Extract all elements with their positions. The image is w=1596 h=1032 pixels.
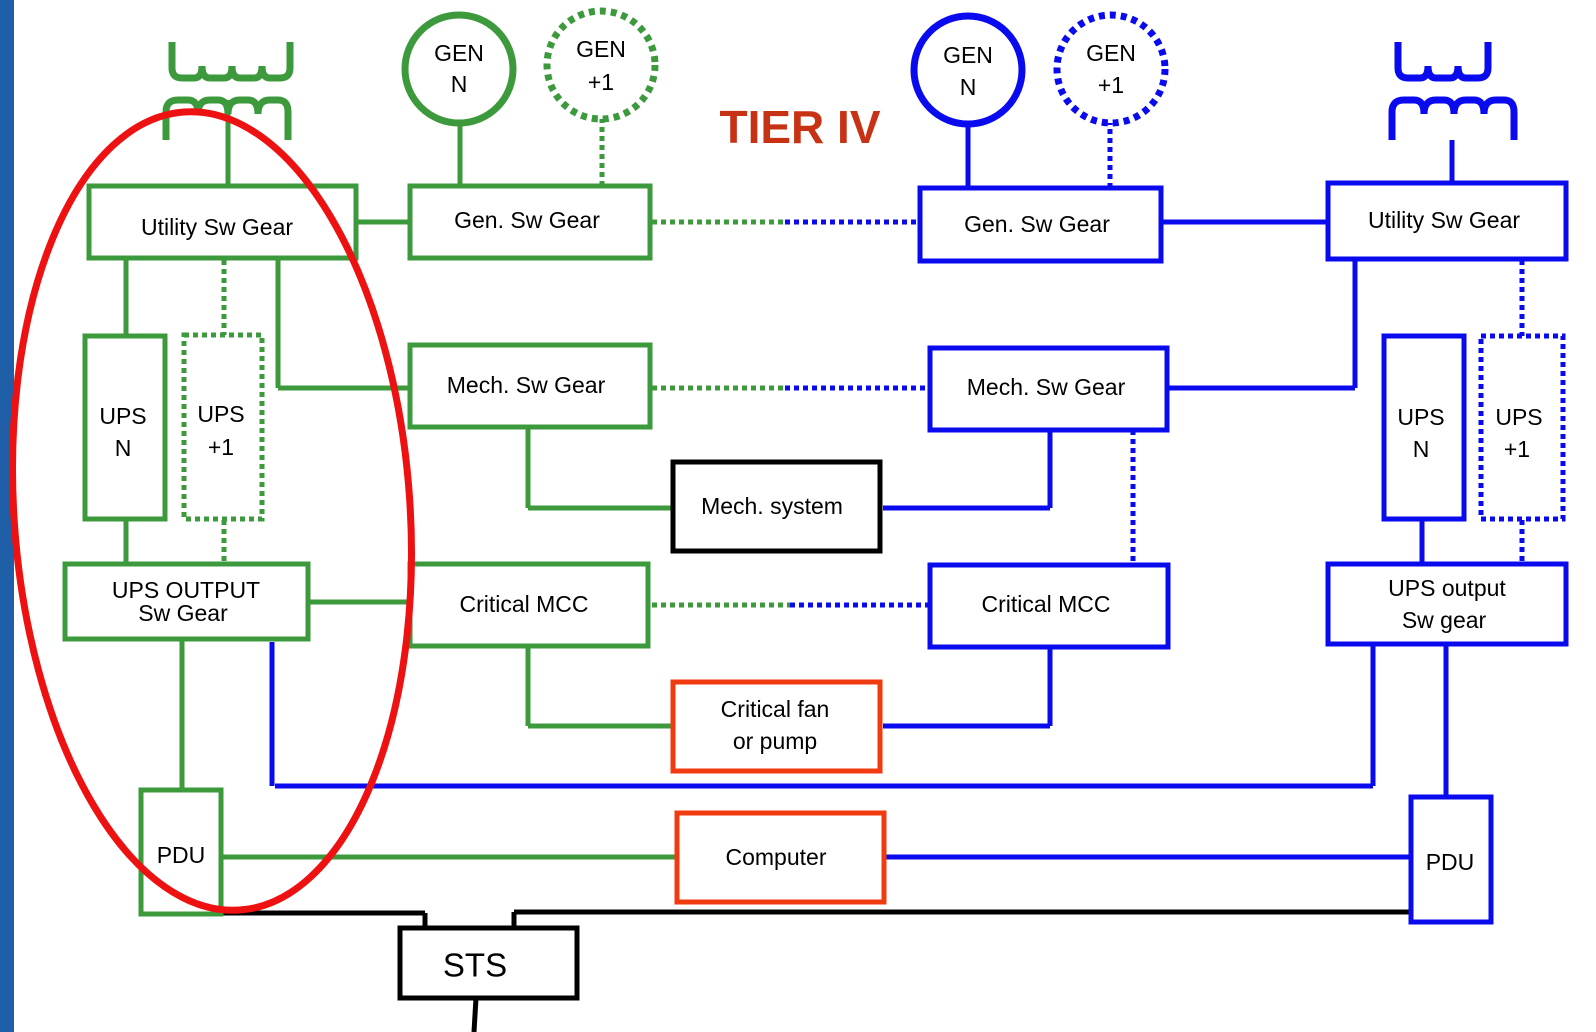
gen-plus1-green-line1: GEN (576, 36, 626, 62)
blue-gen-swgear: Gen. Sw Gear (917, 185, 1164, 264)
green-mech-swgear: Mech. Sw Gear (407, 342, 653, 430)
computer-label: Computer (726, 844, 827, 870)
blue-critical-mcc-label: Critical MCC (981, 591, 1110, 617)
mech-system-label: Mech. system (701, 493, 843, 519)
blue-pdu-label: PDU (1426, 849, 1475, 875)
green-utility-swgear: Utility Sw Gear (86, 183, 359, 261)
blue-ups-plus1-line1: UPS (1495, 404, 1542, 430)
blue-gen-swgear-label: Gen. Sw Gear (964, 211, 1110, 237)
blue-ups-n-line2: N (1413, 436, 1430, 462)
green-ups-plus1: UPS +1 (181, 332, 265, 522)
blue-mech-swgear: Mech. Sw Gear (927, 345, 1170, 433)
critical-fan-line1: Critical fan (721, 696, 830, 722)
wires-blue-dotted (785, 120, 1525, 608)
gen-plus1-green: GEN +1 (543, 7, 659, 123)
mech-system: Mech. system (670, 459, 883, 554)
gen-plus1-green-line2: +1 (588, 69, 614, 95)
gen-n-blue: GEN N (910, 12, 1026, 128)
wires-green-dotted (221, 118, 790, 608)
highlight-ellipse (9, 108, 415, 914)
blue-ups-output-line1: UPS output (1388, 575, 1506, 601)
green-gen-swgear-label: Gen. Sw Gear (454, 207, 600, 233)
green-mech-swgear-label: Mech. Sw Gear (447, 372, 606, 398)
wires-black (220, 909, 1412, 1032)
blue-ups-plus1-line2: +1 (1504, 436, 1530, 462)
green-ups-n-line1: UPS (99, 403, 146, 429)
blue-ups-n-line1: UPS (1397, 404, 1444, 430)
blue-critical-mcc: Critical MCC (927, 562, 1171, 650)
gen-n-blue-line2: N (960, 74, 977, 100)
green-ups-output-line2: Sw Gear (138, 600, 228, 626)
green-ups-plus1-line2: +1 (208, 434, 234, 460)
blue-utility-label: Utility Sw Gear (1368, 207, 1520, 233)
blue-ups-output-swgear: UPS output Sw gear (1325, 561, 1569, 647)
computer: Computer (674, 810, 887, 905)
wires-green-solid (123, 100, 677, 860)
sts-label: STS (443, 947, 507, 984)
green-gen-swgear: Gen. Sw Gear (407, 183, 653, 261)
green-ups-plus1-line1: UPS (197, 401, 244, 427)
gen-n-green-line1: GEN (434, 40, 484, 66)
blue-ups-n: UPS N (1381, 333, 1467, 522)
gen-n-green-line2: N (451, 71, 468, 97)
diagram-title: TIER IV (719, 101, 880, 153)
green-ups-n-line2: N (115, 435, 132, 461)
critical-fan-line2: or pump (733, 728, 817, 754)
blue-utility-swgear: Utility Sw Gear (1325, 180, 1569, 262)
transformer-icon-blue (1388, 42, 1518, 140)
sts: STS (397, 925, 580, 1001)
gen-n-green: GEN N (401, 11, 517, 127)
blue-ups-plus1: UPS +1 (1478, 333, 1566, 522)
gen-n-blue-line1: GEN (943, 42, 993, 68)
blue-pdu: PDU (1408, 794, 1494, 925)
wires-blue-solid (269, 123, 1455, 860)
gen-plus1-blue-line1: GEN (1086, 40, 1136, 66)
green-critical-mcc: Critical MCC (407, 561, 651, 649)
green-ups-output-swgear: UPS OUTPUT Sw Gear (62, 561, 311, 642)
green-pdu-label: PDU (157, 842, 206, 868)
green-critical-mcc-label: Critical MCC (459, 591, 588, 617)
blue-mech-swgear-label: Mech. Sw Gear (967, 374, 1126, 400)
gen-plus1-blue-line2: +1 (1098, 72, 1124, 98)
side-accent-bar (0, 0, 14, 1032)
green-ups-output-line1: UPS OUTPUT (112, 577, 260, 603)
critical-fan-pump: Critical fan or pump (670, 679, 883, 774)
blue-ups-output-line2: Sw gear (1402, 607, 1487, 633)
green-utility-label: Utility Sw Gear (141, 214, 293, 240)
gen-plus1-blue: GEN +1 (1053, 11, 1169, 127)
green-ups-n: UPS N (82, 333, 168, 522)
